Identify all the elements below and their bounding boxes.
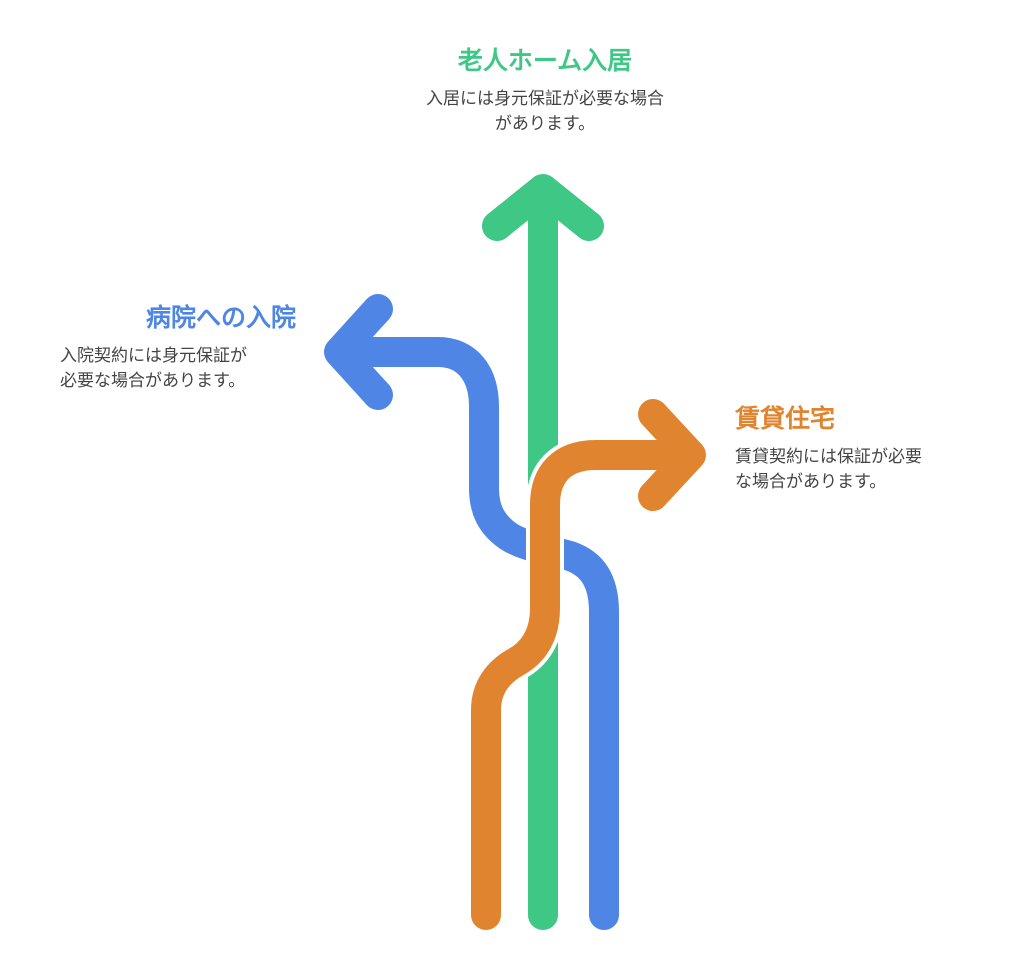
rental-description: 賃貸契約には保証が必要 な場合があります。 [735,445,995,495]
orange-path-stem [471,440,695,930]
nursing-home-label: 老人ホーム入居 入居には身元保証が必要な場合 があります。 [380,45,710,137]
green-arrowhead [482,174,604,241]
hospital-description-line: 必要な場合があります。 [60,371,246,391]
hospital-description: 入院契約には身元保証が 必要な場合があります。 [40,344,296,394]
hospital-description-line: 入院契約には身元保証が [60,346,247,366]
nursing-home-description-line: 入居には身元保証が必要な場合 [426,89,664,109]
nursing-home-title: 老人ホーム入居 [457,46,633,75]
blue-path-stem [330,337,619,930]
rental-label: 賃貸住宅 賃貸契約には保証が必要 な場合があります。 [735,403,995,495]
rental-title: 賃貸住宅 [735,404,836,433]
orange-path [467,399,706,934]
nursing-home-description: 入居には身元保証が必要な場合 があります。 [380,87,710,137]
rental-description-line: 賃貸契約には保証が必要 [735,447,922,467]
hospital-label: 病院への入院 入院契約には身元保証が 必要な場合があります。 [40,302,296,394]
orange-arrowhead [638,399,706,511]
rental-description-line: な場合があります。 [735,472,887,492]
nursing-home-description-line: があります。 [494,114,596,134]
blue-arrowhead [324,294,393,410]
blue-path [324,294,623,934]
hospital-title: 病院への入院 [145,303,296,332]
